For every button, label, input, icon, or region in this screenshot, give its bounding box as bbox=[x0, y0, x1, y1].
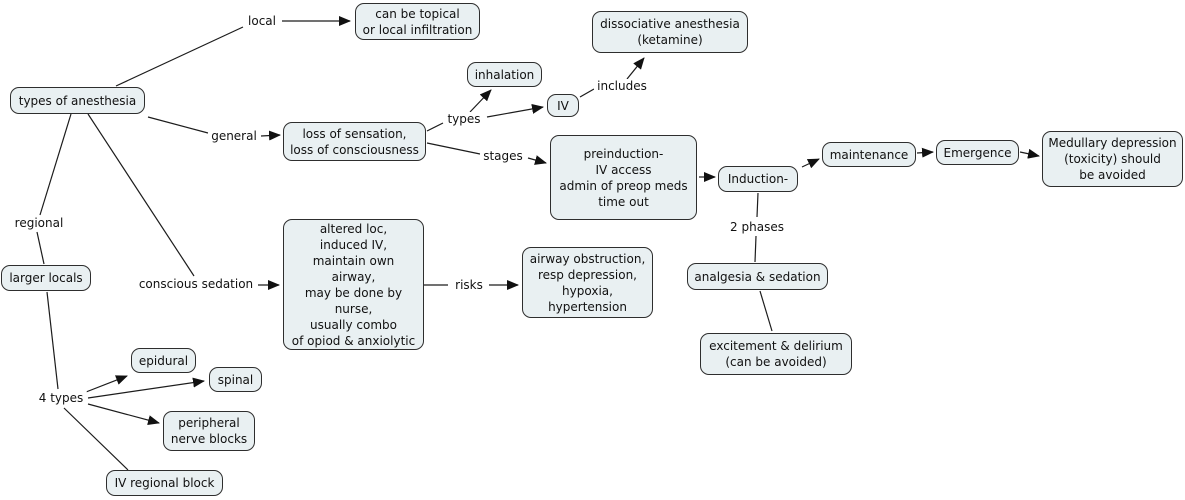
edge-maintenance-to-emergence bbox=[916, 147, 934, 158]
label-types: types bbox=[444, 112, 484, 126]
edge-types-to-local bbox=[115, 26, 244, 87]
node-can-be-topical: can be topical or local infiltration bbox=[355, 3, 480, 40]
edge-types-to-regional bbox=[39, 113, 72, 216]
edge-two-phases-to-analgesia bbox=[754, 235, 757, 263]
edge-induction-to-two-phases bbox=[756, 192, 759, 218]
node-airway-obstruction: airway obstruction, resp depression, hyp… bbox=[522, 247, 653, 318]
node-analgesia-sedation: analgesia & sedation bbox=[687, 263, 828, 290]
edge-four-types-to-spinal bbox=[87, 377, 205, 399]
label-general: general bbox=[208, 129, 260, 143]
node-epidural: epidural bbox=[131, 348, 196, 373]
label-risks: risks bbox=[452, 278, 486, 292]
label-local: local bbox=[245, 14, 279, 28]
node-spinal: spinal bbox=[209, 367, 262, 392]
edge-larger-locals-to-four-types bbox=[46, 291, 59, 390]
node-preinduction: preinduction- IV access admin of preop m… bbox=[550, 135, 697, 220]
edge-four-types-to-iv-regional bbox=[63, 407, 129, 471]
edge-includes-to-dissociative bbox=[626, 57, 645, 80]
node-medullary-depression: Medullary depression (toxicity) should b… bbox=[1042, 131, 1183, 187]
node-iv: IV bbox=[547, 94, 579, 117]
edge-general-to-loss bbox=[260, 130, 281, 141]
label-includes: includes bbox=[594, 79, 650, 93]
label-regional: regional bbox=[11, 216, 67, 230]
edge-loss-to-stages bbox=[426, 142, 481, 155]
label-two-phases: 2 phases bbox=[727, 220, 787, 234]
node-larger-locals: larger locals bbox=[1, 265, 91, 291]
node-emergence: Emergence bbox=[936, 140, 1019, 165]
edge-emergence-to-medullary bbox=[1019, 148, 1040, 159]
edge-stages-to-preinduction bbox=[527, 155, 547, 165]
node-peripheral-nerve-blocks: peripheral nerve blocks bbox=[163, 411, 255, 451]
node-iv-regional-block: IV regional block bbox=[106, 470, 223, 496]
edge-types-to-conscious-sedation bbox=[87, 113, 195, 277]
node-maintenance: maintenance bbox=[822, 142, 916, 167]
edge-analgesia-to-excitement bbox=[759, 290, 773, 332]
edge-loss-to-types-label bbox=[426, 122, 444, 132]
edge-regional-to-larger-locals bbox=[36, 231, 45, 265]
edge-four-types-to-peripheral bbox=[87, 403, 160, 425]
edge-four-types-to-epidural bbox=[85, 375, 128, 393]
edge-types-label-to-iv bbox=[486, 104, 544, 118]
node-induction: Induction- bbox=[718, 166, 798, 192]
label-four-types: 4 types bbox=[35, 391, 87, 405]
label-conscious-sedation: conscious sedation bbox=[135, 277, 257, 291]
node-excitement-delirium: excitement & delirium (can be avoided) bbox=[700, 333, 852, 375]
label-stages: stages bbox=[480, 149, 526, 163]
edge-types-label-to-inhalation bbox=[469, 89, 492, 113]
node-inhalation: inhalation bbox=[467, 62, 542, 87]
node-types-of-anesthesia: types of anesthesia bbox=[10, 87, 145, 114]
node-dissociative-anesthesia: dissociative anesthesia (ketamine) bbox=[592, 11, 748, 53]
edge-induction-to-maintenance bbox=[801, 158, 820, 169]
edge-iv-to-includes bbox=[579, 88, 595, 98]
edge-types-to-general bbox=[147, 116, 209, 134]
node-conscious-sedation-details: altered loc, induced IV, maintain own ai… bbox=[283, 219, 424, 350]
node-loss-of-sensation: loss of sensation, loss of consciousness bbox=[283, 122, 426, 161]
